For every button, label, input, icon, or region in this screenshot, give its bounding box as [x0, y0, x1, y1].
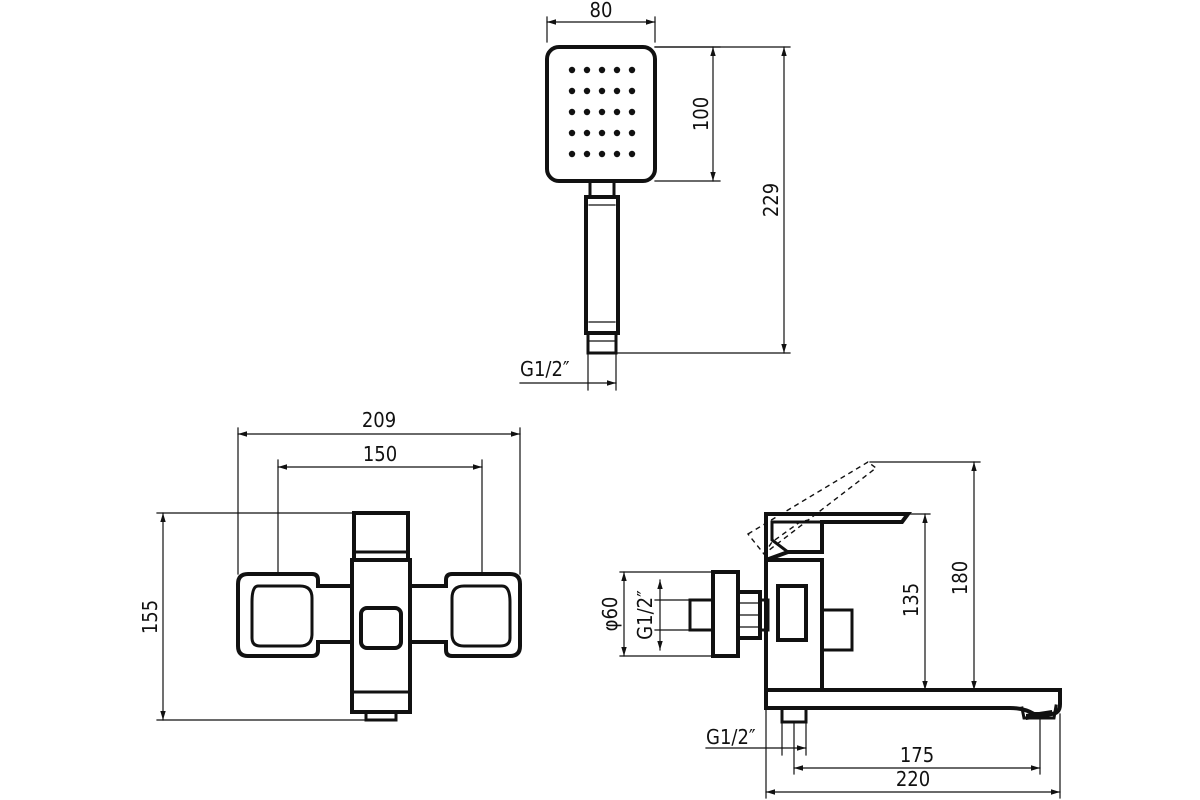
nozzle-dot — [628, 129, 636, 137]
mixer-side-view: φ60 G1/2″ 135 180 G1/2″ — [598, 461, 1062, 799]
dimension-209-label: 209 — [362, 408, 396, 432]
nozzle-dot — [613, 108, 621, 116]
side-body — [764, 558, 824, 692]
hand-shower-view: 80 100 229 G1/2″ — [519, 0, 791, 391]
diverter-window — [359, 606, 403, 650]
nozzle-dot — [598, 87, 606, 95]
nozzle-dot — [568, 66, 576, 74]
dimension-229: 229 — [615, 46, 791, 354]
nozzle-dot — [568, 108, 576, 116]
spout — [764, 688, 1062, 716]
right-handle — [408, 572, 522, 658]
nozzle-dot — [583, 108, 591, 116]
dimension-80: 80 — [546, 0, 656, 43]
nozzle-dot — [598, 129, 606, 137]
shower-handle — [584, 195, 620, 335]
dimension-diameter-60: φ60 — [598, 571, 714, 657]
left-handle — [236, 572, 354, 658]
dimension-150-label: 150 — [363, 442, 397, 466]
dimension-180-label: 180 — [948, 561, 972, 595]
dimension-155: 155 — [138, 512, 367, 721]
inlet-thread-label: G1/2″ — [633, 590, 657, 640]
dimension-135-label: 135 — [899, 583, 923, 617]
dimension-155-label: 155 — [138, 600, 162, 634]
shower-connector — [586, 331, 618, 355]
dimension-diameter-60-label: φ60 — [598, 597, 622, 632]
nozzle-dot — [628, 108, 636, 116]
nozzle-dot — [613, 87, 621, 95]
dimension-100-label: 100 — [689, 97, 713, 131]
outlet-thread-label: G1/2″ — [706, 725, 756, 749]
lever-dashed — [746, 461, 878, 555]
nozzle-dot — [628, 150, 636, 158]
dimension-209: 209 — [237, 408, 521, 575]
top-cartridge — [352, 511, 410, 562]
dimension-175: 175 — [793, 719, 1041, 775]
hand-shower-thread-label: G1/2″ — [520, 357, 570, 381]
nozzle-dot — [583, 150, 591, 158]
dimension-outlet-thread: G1/2″ — [705, 721, 807, 756]
dimension-150: 150 — [277, 442, 483, 575]
nozzle-dot — [613, 150, 621, 158]
nozzle-dot — [568, 150, 576, 158]
nozzle-dot — [568, 129, 576, 137]
dimension-hand-shower-thread: G1/2″ — [519, 352, 617, 391]
nozzle-dot — [568, 87, 576, 95]
dimension-80-label: 80 — [590, 0, 613, 22]
dimension-220-label: 220 — [896, 767, 930, 791]
dimension-220: 220 — [765, 707, 1061, 799]
nozzle-dot — [598, 66, 606, 74]
nozzle-dot — [583, 66, 591, 74]
lever-solid — [764, 512, 912, 563]
mixer-front-view: 209 150 155 — [138, 408, 522, 722]
nozzle-dot — [613, 66, 621, 74]
dimension-229-label: 229 — [759, 183, 783, 217]
nozzle-dot — [583, 129, 591, 137]
side-outlet — [780, 706, 808, 724]
dimension-175-label: 175 — [900, 743, 934, 767]
dimension-135: 135 — [899, 513, 1061, 691]
nozzle-dot — [628, 66, 636, 74]
nozzle-dot — [583, 87, 591, 95]
nozzle-dot — [598, 150, 606, 158]
shower-neck — [588, 179, 616, 199]
nozzle-dot — [628, 87, 636, 95]
inlet-pipe — [688, 598, 715, 632]
dimension-180: 180 — [869, 461, 1061, 691]
nozzle-grid — [568, 66, 636, 158]
dimension-inlet-thread: G1/2″ — [633, 579, 691, 651]
nozzle-dot — [598, 108, 606, 116]
wall-flange — [711, 570, 740, 658]
nozzle-dot — [613, 129, 621, 137]
bottom-outlet — [364, 710, 398, 722]
dimension-100: 100 — [654, 46, 721, 182]
